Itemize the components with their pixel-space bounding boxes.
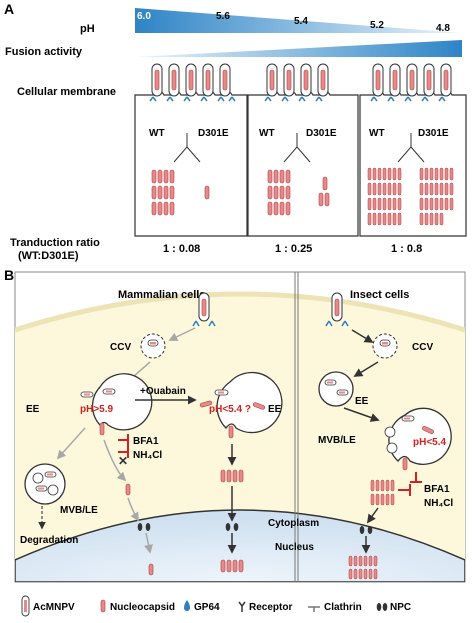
- ph-label: pH: [80, 23, 95, 35]
- cross-mark: ✕: [118, 454, 128, 468]
- legend: AcMNPV Nucleocapsid GP64 Receptor Clathr…: [21, 595, 411, 617]
- panel-a-label: A: [4, 1, 14, 17]
- ph-ticks: 6.0 5.6 5.4 5.2 4.8: [137, 11, 450, 34]
- fusion-gradient-bar: [135, 40, 462, 57]
- fusion-box-3: WT D301E: [359, 63, 467, 237]
- nh4cl-label-mammalian: NH₄Cl: [133, 450, 162, 461]
- fusion-box-2: WT D301E: [247, 63, 359, 237]
- degradation-label: Degradation: [20, 535, 78, 546]
- ratio-value-2: 1 : 0.25: [275, 243, 312, 255]
- nucleocapsid-icon: [100, 599, 106, 613]
- panel-b-label: B: [4, 267, 14, 283]
- clathrin-icon: [308, 606, 320, 612]
- mammalian-title: Mammalian cells: [118, 289, 205, 301]
- wt-capsids: [367, 167, 402, 226]
- d301e-label: D301E: [306, 128, 337, 139]
- ccv-label: CCV: [110, 342, 131, 353]
- ratio-label-line2: (WT:D301E): [18, 250, 79, 262]
- virion-insect: [325, 292, 349, 327]
- fusion-box-1: WT D301E: [134, 63, 248, 237]
- ph-tick: 5.2: [370, 20, 384, 31]
- mvb-vesicle-mammalian: [24, 463, 66, 505]
- npc-icon: [376, 603, 388, 611]
- cytoplasm-label: Cytoplasm: [268, 518, 319, 529]
- early-endosome-insect: [318, 371, 354, 407]
- receptor-icon: [238, 601, 246, 612]
- fusion-activity-label: Fusion activity: [5, 46, 83, 58]
- gp64-icon: [184, 600, 190, 611]
- ratio-value-1: 1 : 0.08: [163, 243, 200, 255]
- d301e-capsids: [204, 185, 210, 200]
- legend-label: AcMNPV: [33, 602, 75, 613]
- virion-group: [149, 63, 236, 102]
- ph-low-label-insect: pH<5.4: [413, 437, 447, 448]
- wt-label: WT: [369, 128, 385, 139]
- d301e-capsids: [318, 176, 330, 207]
- wt-capsids: [267, 169, 291, 216]
- legend-label: Receptor: [249, 602, 292, 613]
- ph-gradient-bar: [135, 8, 462, 33]
- ccv-label-insect: CCV: [412, 342, 433, 353]
- ph-tick: 4.8: [436, 23, 450, 34]
- wt-label: WT: [149, 128, 165, 139]
- legend-label: Nucleocapsid: [110, 602, 175, 613]
- ph-tick: 5.6: [216, 11, 230, 22]
- insect-title: Insect cells: [350, 289, 409, 301]
- wt-capsids: [151, 169, 175, 216]
- bfa1-label-mammalian: BFA1: [133, 436, 159, 447]
- ee-label-insect: EE: [355, 396, 369, 407]
- ccv-vesicle: [140, 333, 166, 359]
- ph-tick: 5.4: [294, 16, 308, 27]
- d301e-capsids: [419, 167, 454, 226]
- ph-high-label: pH>5.9: [80, 404, 114, 415]
- nucleus-region: [15, 509, 465, 582]
- mvb-vesicle-insect: [384, 407, 452, 471]
- virion-mammalian: [192, 292, 216, 327]
- ee-label: EE: [26, 404, 40, 415]
- ee2-label: EE: [268, 404, 282, 415]
- legend-label: NPC: [390, 602, 411, 613]
- acmnpv-icon: [21, 595, 30, 617]
- ouabain-label: +Ouabain: [140, 386, 186, 397]
- virion-group: [370, 63, 452, 102]
- early-endosome: [80, 373, 153, 436]
- ph-tick: 6.0: [137, 11, 151, 22]
- membrane-label: Cellular membrane: [17, 86, 116, 98]
- mvb-label-mammalian: MVB/LE: [60, 505, 98, 516]
- mvb-label-insect: MVB/LE: [318, 435, 356, 446]
- ccv-vesicle-insect: [372, 333, 398, 359]
- ratio-value-3: 1 : 0.8: [391, 243, 422, 255]
- released-capsids-insect: [370, 479, 395, 506]
- d301e-label: D301E: [198, 128, 229, 139]
- legend-label: Clathrin: [324, 602, 362, 613]
- released-capsids: [220, 469, 244, 483]
- early-endosome-ouabain: [199, 371, 283, 439]
- nuclear-capsids: [220, 559, 244, 573]
- nh4cl-label-insect: NH₄Cl: [424, 498, 453, 509]
- virion-group: [264, 63, 329, 102]
- ph-low-label-mammalian: pH<5.4 ?: [209, 404, 251, 415]
- d301e-label: D301E: [418, 128, 449, 139]
- ratio-label-line1: Tranduction ratio: [10, 237, 100, 249]
- nuclear-capsids-insect: [348, 555, 378, 580]
- legend-label: GP64: [194, 602, 220, 613]
- nucleus-label: Nucleus: [275, 542, 314, 553]
- wt-label: WT: [259, 128, 275, 139]
- bfa1-label-insect: BFA1: [424, 484, 450, 495]
